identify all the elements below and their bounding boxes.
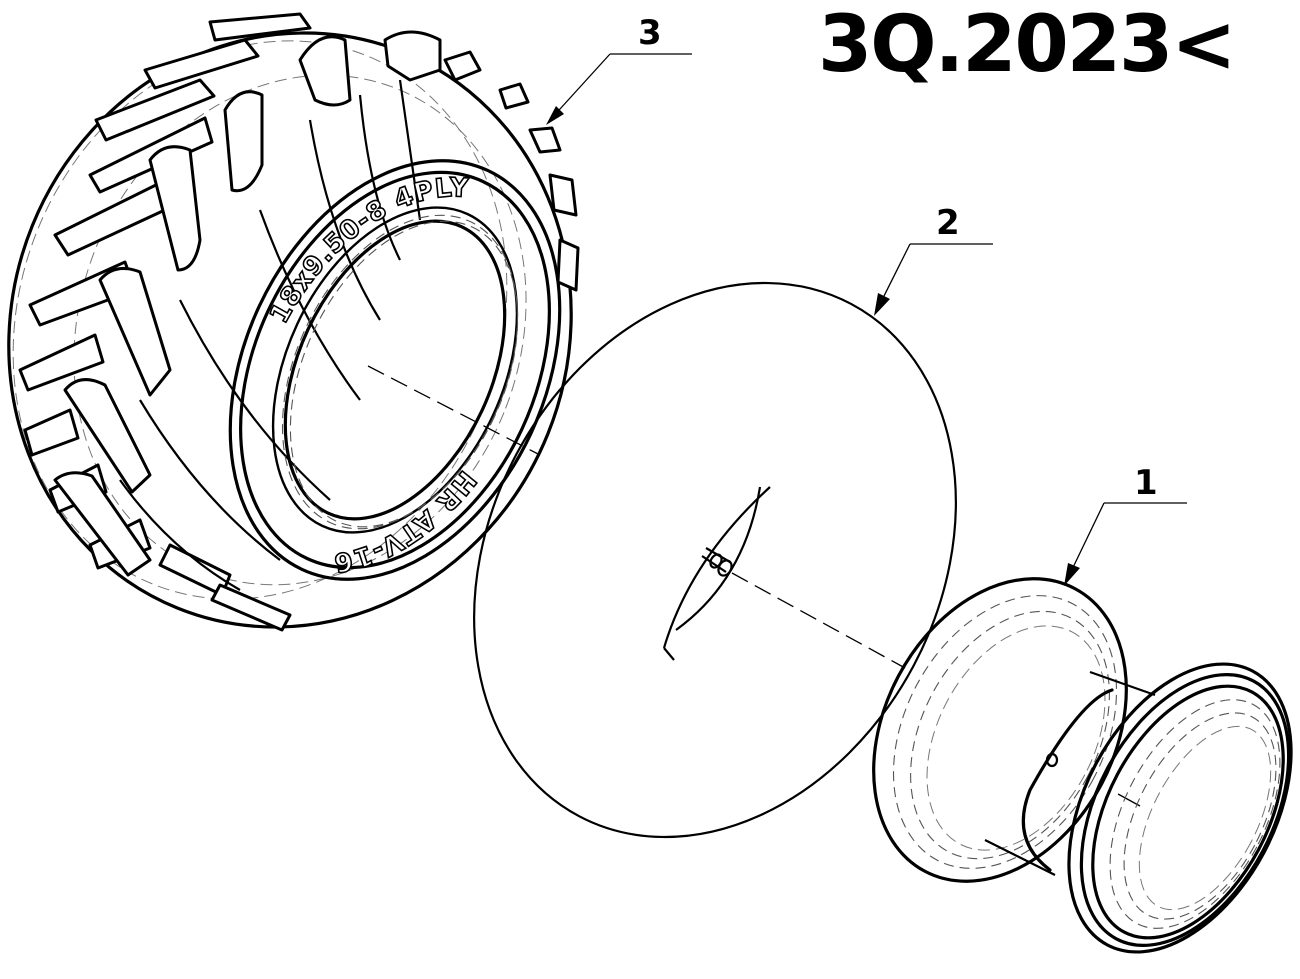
sidewall-model-text: HR ATV-16: [331, 465, 482, 578]
valve-hole: [1045, 752, 1059, 768]
callout-number-3: 3: [638, 13, 662, 53]
version-label: 3Q.2023<: [818, 0, 1237, 90]
valve-stem: [701, 547, 733, 577]
rim-part-1: [872, 577, 1293, 954]
callout-number-2: 2: [936, 203, 960, 243]
inner-tube-part-2: [473, 281, 957, 839]
tread-lugs: [18, 12, 580, 632]
callout-leader-2: [874, 243, 993, 316]
callout-number-1: 1: [1134, 463, 1158, 503]
callout-leader-1: [1064, 502, 1187, 586]
callout-leader-3: [546, 53, 692, 125]
assembly-axis-centerline: [367, 365, 1141, 807]
